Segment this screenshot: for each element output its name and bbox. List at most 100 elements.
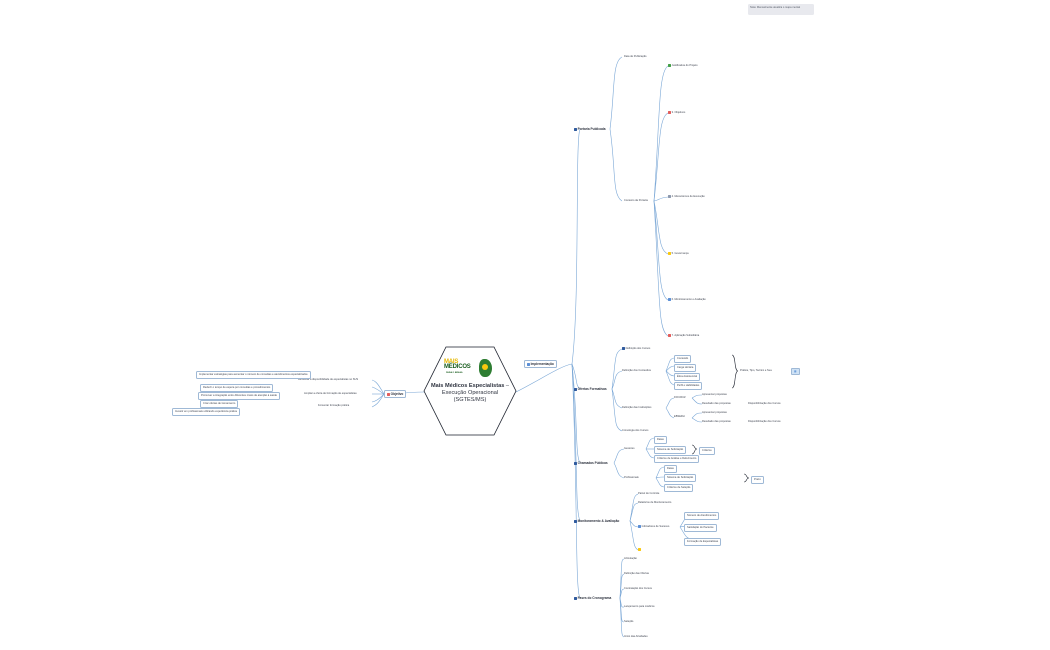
bulb-icon — [638, 548, 641, 551]
logo-line2: MÉDICOS — [444, 364, 471, 371]
inst-child[interactable]: Resultado das propostas — [702, 402, 731, 405]
branch-objetivo[interactable]: Objetivo — [384, 390, 407, 399]
contexto-item[interactable]: 6. Monitoramento e Avaliação — [668, 298, 706, 302]
central-hexagon — [423, 346, 517, 436]
chamadas-group[interactable]: Profissionais — [624, 476, 639, 479]
objetivo-leaf[interactable]: Investir em profissionais utilizando exp… — [172, 408, 240, 416]
profissionais-item[interactable]: Datas — [664, 465, 677, 473]
portaria-contexto[interactable]: Contexto da Portaria — [624, 199, 648, 202]
link-monitoramento — [571, 363, 581, 522]
bulb-icon — [668, 252, 671, 255]
inst-child[interactable]: Apresentar propostas — [702, 411, 727, 414]
chart-icon — [638, 525, 641, 528]
conteudo-item[interactable]: Ética Assistencial — [674, 373, 701, 381]
chamadas-group[interactable]: Gestores — [624, 447, 635, 450]
objetivo-leaf[interactable]: Promover a integração entre diferentes n… — [198, 392, 280, 400]
chart-icon — [574, 519, 577, 523]
chamadas-side[interactable]: Critérios — [699, 447, 715, 455]
book-icon — [574, 387, 577, 391]
fase-item[interactable]: Contratação dos Cursos — [624, 587, 652, 590]
indicador-item[interactable]: Satisfação do Paciente — [684, 524, 717, 532]
list-icon — [622, 347, 625, 350]
logo-sub: PARA O BRASIL — [446, 372, 464, 374]
check-icon — [668, 64, 671, 67]
indicador-item[interactable]: Número de Atendimentos — [684, 512, 720, 520]
fase-item[interactable]: Seleção — [624, 620, 634, 623]
branch-portaria[interactable]: Portaria Publicada — [574, 127, 606, 131]
objetivo-item[interactable]: Fomentar formação prática — [318, 404, 350, 407]
gestores-item[interactable]: Datas — [654, 436, 667, 444]
fase-item[interactable]: Início das Atividades — [624, 635, 648, 638]
inst-leaf[interactable]: Disponibilização dos Cursos — [748, 402, 781, 405]
monitor-item[interactable]: Painel de Controle — [638, 492, 660, 495]
modalidades-label[interactable]: Prática, Tipo, Teórico e Sua — [740, 369, 772, 372]
branch-implementacao[interactable]: Implementação — [524, 360, 557, 369]
link-fases — [571, 363, 581, 599]
profissionais-item[interactable]: Critérios de Seleção — [664, 484, 694, 492]
monitor-item[interactable]: Relatórios de Monitoramento — [638, 501, 672, 504]
ofertas-definicao-instituicoes[interactable]: Definição das Instituições — [622, 406, 652, 409]
contexto-item[interactable]: 3. Objetivos — [668, 111, 685, 115]
inst-leaf[interactable]: Disponibilização dos Cursos — [748, 420, 781, 423]
central-topic[interactable]: MAIS MÉDICOS PARA O BRASIL Mais Médicos … — [424, 347, 516, 435]
branch-fases[interactable]: Fases do Cronograma — [574, 596, 611, 600]
clock-icon — [574, 596, 577, 600]
ofertas-definicao-cursos[interactable]: Definição dos Cursos — [622, 347, 650, 351]
target-icon — [387, 392, 390, 396]
target-icon — [668, 111, 671, 114]
inst-child[interactable]: Apresentar propostas — [702, 393, 727, 396]
inst-group[interactable]: EBSERH — [674, 415, 685, 418]
central-title-bold: Mais Médicos Especialistas — [430, 383, 505, 389]
monitor-item[interactable]: Indicadores de Sucesso — [638, 525, 669, 529]
chamadas-side[interactable]: Prazo — [751, 476, 764, 484]
branch-ofertas[interactable]: Ofertas Formativas — [574, 387, 607, 391]
calendar-icon: ▦ — [794, 369, 797, 373]
objetivo-leaf[interactable]: Criar ofertas de treinamento — [200, 400, 239, 408]
inst-group[interactable]: FIOCRUZ — [674, 396, 686, 399]
indicador-item[interactable]: Formação de Especialistas — [684, 538, 722, 546]
chart-icon — [668, 298, 671, 301]
link-portaria — [571, 128, 581, 365]
gestores-item[interactable]: Sistema de Solicitação — [654, 446, 687, 454]
megaphone-icon — [574, 461, 577, 465]
ofertas-definicao-conteudos[interactable]: Definição dos Conteúdos — [622, 369, 651, 372]
document-icon — [574, 127, 577, 131]
central-title: Mais Médicos Especialistas – Execução Op… — [428, 383, 512, 404]
contexto-item[interactable]: Justificativa do Projeto — [668, 64, 698, 68]
inst-child[interactable]: Resultado das propostas — [702, 420, 731, 423]
brace-modalidades — [731, 354, 739, 389]
gear-icon — [668, 195, 671, 198]
fase-item[interactable]: Lançamento para médicos — [624, 605, 655, 608]
fase-item[interactable]: Definição das Ofertas — [624, 572, 649, 575]
branch-chamadas[interactable]: Chamadas Públicas — [574, 461, 608, 465]
link-ofertas — [571, 363, 581, 390]
monitor-links[interactable] — [638, 548, 642, 552]
logo-line1: MAIS — [444, 359, 459, 365]
conteudo-item[interactable]: Perfil e Habilidades — [674, 382, 703, 390]
link-chamadas — [571, 363, 581, 464]
conteudo-item[interactable]: Conteúdo — [674, 355, 692, 363]
contexto-item[interactable]: 5. Governança — [668, 252, 689, 256]
calendar-icon — [527, 362, 530, 366]
profissionais-item[interactable]: Sistema de Solicitação — [664, 474, 697, 482]
portaria-data-label[interactable]: Data de Publicação — [624, 55, 647, 58]
conteudo-item[interactable]: Carga Horária — [674, 364, 697, 372]
objetivo-item[interactable]: Aumentar a disponibilidade de especialis… — [298, 378, 359, 381]
contexto-item[interactable]: 7. Aplicação Subsidiária — [668, 334, 699, 338]
branch-monitoramento[interactable]: Monitoramento & Avaliação — [574, 519, 619, 523]
objetivo-item[interactable]: Ampliar a oferta de formação de especial… — [304, 392, 357, 395]
contexto-item[interactable]: 4. Mecanismos de Execução — [668, 195, 705, 199]
duracao-tag[interactable]: ▦ — [791, 368, 801, 375]
objetivo-leaf[interactable]: Reduzir o tempo de espera por consultas … — [200, 384, 274, 392]
mais-medicos-logo: MAIS MÉDICOS PARA O BRASIL — [444, 357, 494, 379]
objetivo-leaf[interactable]: Implementar estratégias para aumentar o … — [196, 371, 311, 379]
brazil-map-icon — [479, 359, 492, 377]
pin-icon — [668, 334, 671, 337]
central-title-rest: – Execução Operacional (SGTES/MS) — [441, 383, 510, 403]
gestores-item[interactable]: Critérios de Análise e Deferimento — [654, 455, 700, 463]
fase-item[interactable]: Articulação — [624, 557, 637, 560]
hint-note: Nota: Mensalmente atualiza o mapa mental — [748, 4, 814, 15]
ofertas-cronologia[interactable]: Cronologia dos Cursos — [622, 429, 649, 432]
